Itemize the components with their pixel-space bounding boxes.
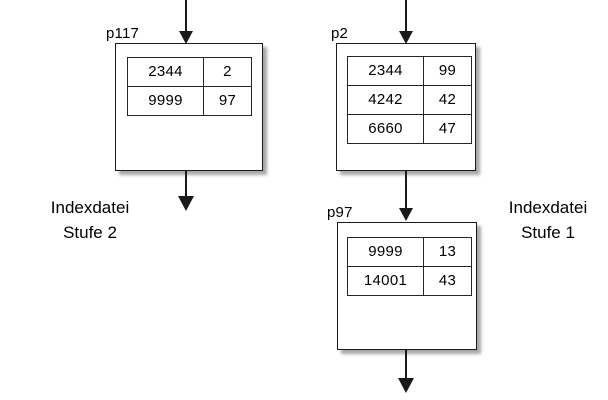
arrow-into-p117-icon	[179, 0, 193, 44]
table-row[interactable]: 6660 47	[347, 114, 472, 144]
entry-table-p2: 2344 99 4242 42 6660 47	[347, 56, 472, 144]
table-row[interactable]: 4242 42	[347, 85, 472, 115]
table-row[interactable]: 9999 13	[347, 237, 472, 267]
arrow-out-of-p117-icon	[178, 170, 194, 211]
entry-key: 9999	[127, 86, 204, 116]
entry-pointer: 43	[423, 266, 472, 296]
arrow-into-p2-icon	[399, 0, 413, 44]
entry-pointer: 42	[423, 85, 472, 115]
table-row[interactable]: 9999 97	[127, 86, 252, 116]
arrow-out-of-p97-icon	[398, 350, 414, 393]
legend-right-line2: Stufe 1	[521, 222, 575, 242]
block-label-p2: p2	[331, 25, 349, 42]
entry-key: 6660	[347, 114, 424, 144]
entry-key: 9999	[347, 237, 424, 267]
entry-key: 2344	[347, 56, 424, 86]
table-row[interactable]: 14001 43	[347, 266, 472, 296]
entry-pointer: 99	[423, 56, 472, 86]
entry-table-p97: 9999 13 14001 43	[347, 237, 472, 296]
block-label-p117: p117	[106, 25, 140, 42]
table-row[interactable]: 2344 2	[127, 57, 252, 87]
legend-left-line1: Indexdatei	[50, 198, 130, 217]
entry-key: 4242	[347, 85, 424, 115]
legend-left-line2: Stufe 2	[63, 222, 117, 242]
block-label-p97: p97	[327, 204, 353, 221]
arrow-p2-to-p97-icon	[399, 170, 413, 221]
entry-key: 14001	[347, 266, 424, 296]
legend-left: Indexdatei Stufe 2	[20, 196, 160, 245]
entry-pointer: 97	[203, 86, 252, 116]
entry-table-p117: 2344 2 9999 97	[127, 57, 252, 116]
entry-pointer: 47	[423, 114, 472, 144]
entry-key: 2344	[127, 57, 204, 87]
legend-right-line1: Indexdatei	[508, 198, 588, 217]
entry-pointer: 13	[423, 237, 472, 267]
legend-right: Indexdatei Stufe 1	[488, 196, 608, 245]
table-row[interactable]: 2344 99	[347, 56, 472, 86]
entry-pointer: 2	[203, 57, 252, 87]
